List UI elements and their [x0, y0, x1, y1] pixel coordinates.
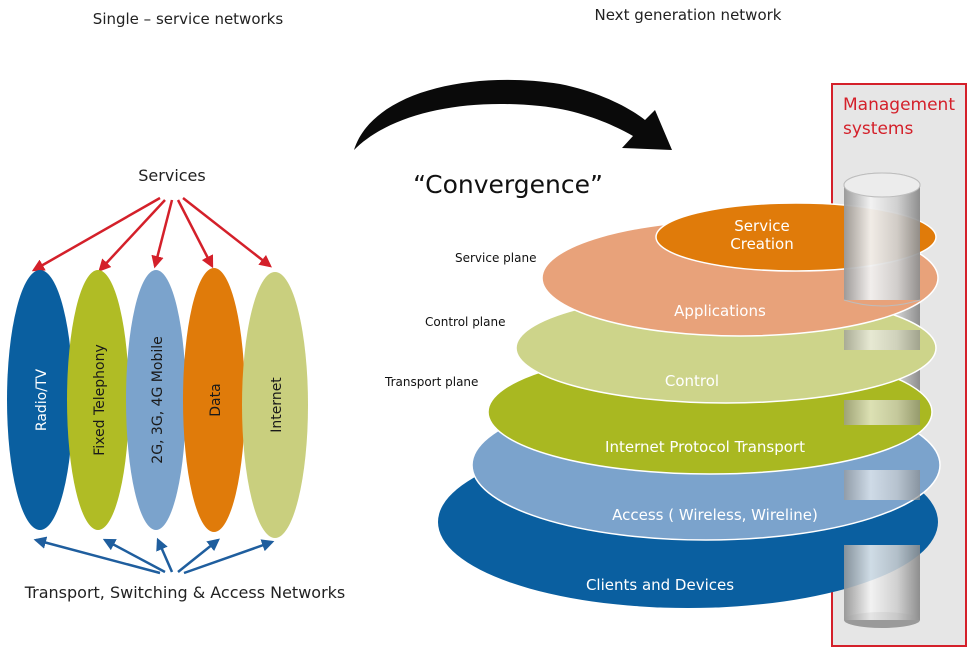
management-label-line1: Management: [843, 95, 955, 115]
column-radio-tv: Radio/TV: [7, 270, 73, 530]
services-label: Services: [138, 166, 205, 185]
column-data: Data: [183, 268, 245, 532]
layer-label: Control: [665, 372, 719, 390]
service-arrows: [31, 196, 272, 272]
networks-label: Transport, Switching & Access Networks: [24, 583, 346, 602]
right-panel-title: Next generation network: [595, 6, 782, 24]
network-arrow-internet: [183, 539, 275, 575]
column-internet: Internet: [242, 272, 308, 538]
network-arrow-mobile: [156, 537, 174, 573]
network-arrow-data: [177, 538, 220, 573]
column-label: 2G, 3G, 4G Mobile: [150, 336, 166, 463]
left-panel-title: Single – service networks: [93, 10, 284, 28]
layer-label: Clients and Devices: [586, 576, 734, 594]
layer-label-line1: Service: [734, 217, 789, 235]
service-arrow-internet: [182, 197, 272, 268]
service-columns: Radio/TV Fixed Telephony 2G, 3G, 4G Mobi…: [7, 268, 308, 538]
column-label: Fixed Telephony: [92, 344, 108, 456]
network-arrow-radio: [33, 536, 161, 575]
layer-label: Access ( Wireless, Wireline): [612, 506, 818, 524]
service-plane-label: Service plane: [455, 251, 536, 265]
network-arrows: [33, 536, 275, 575]
service-arrow-telephony: [98, 199, 166, 272]
layer-label-line2: Creation: [730, 235, 793, 253]
network-arrow-telephony: [102, 538, 166, 574]
service-arrow-data: [176, 199, 214, 269]
transport-plane-label: Transport plane: [384, 375, 478, 389]
management-label-line2: systems: [843, 119, 913, 139]
column-label: Internet: [269, 377, 285, 433]
management-cylinder-front: [843, 172, 921, 620]
column-mobile: 2G, 3G, 4G Mobile: [126, 270, 186, 530]
convergence-label: “Convergence”: [413, 170, 603, 199]
layer-label: Internet Protocol Transport: [605, 438, 805, 456]
service-arrow-mobile: [151, 199, 174, 269]
column-label: Radio/TV: [34, 368, 50, 431]
control-plane-label: Control plane: [425, 315, 505, 329]
column-fixed-telephony: Fixed Telephony: [67, 270, 129, 530]
column-label: Data: [208, 383, 224, 416]
layer-label: Applications: [674, 302, 766, 320]
convergence-arrow: [354, 79, 672, 150]
service-arrow-radio: [31, 196, 161, 272]
